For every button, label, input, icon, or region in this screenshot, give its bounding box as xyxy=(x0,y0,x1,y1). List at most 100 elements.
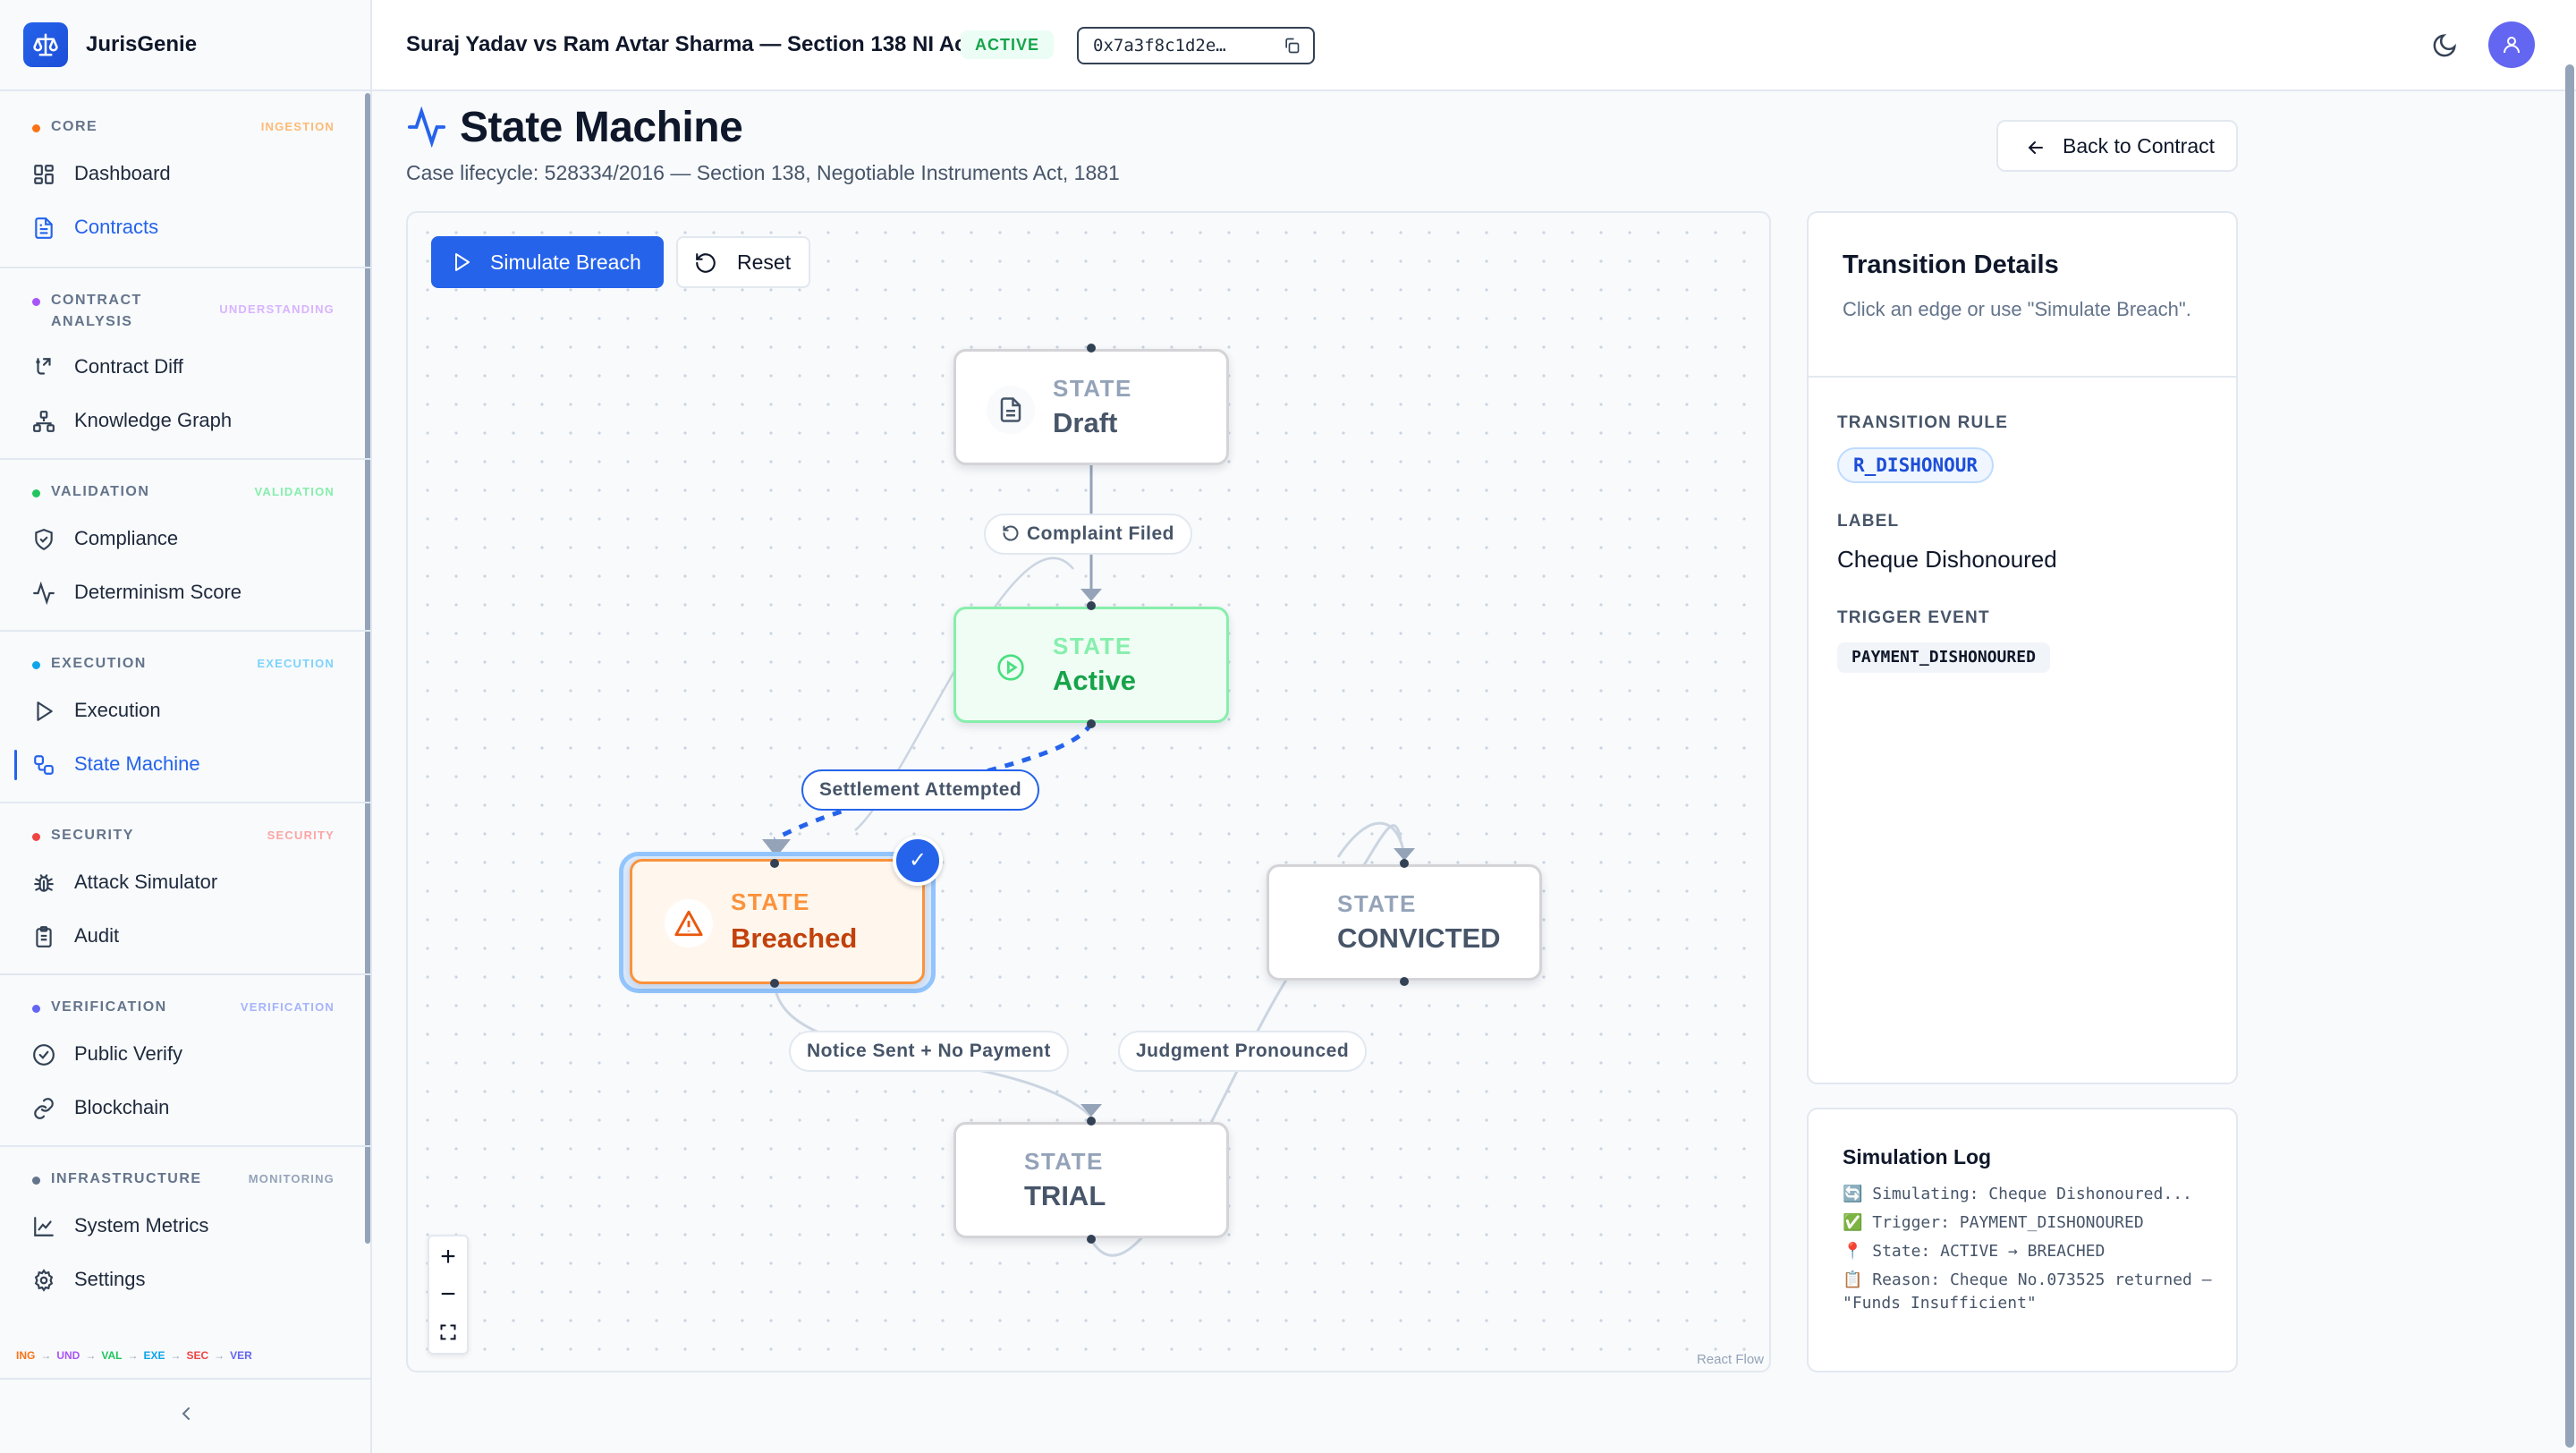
transition-rule-chip: R_DISHONOUR xyxy=(1837,447,1995,483)
chevron-left-icon[interactable] xyxy=(175,1401,197,1426)
sidebar-item-blockchain[interactable]: Blockchain xyxy=(0,1081,358,1134)
reset-label: Reset xyxy=(737,251,792,274)
sidebar-item-public-verify[interactable]: Public Verify xyxy=(0,1027,358,1081)
pipeline-step: VER xyxy=(230,1349,252,1362)
sidebar-item-compliance[interactable]: Compliance xyxy=(0,512,358,565)
zoom-out-button[interactable]: − xyxy=(440,1279,456,1309)
sidebar-item-attack-simulator[interactable]: Attack Simulator xyxy=(0,855,358,909)
pipeline-step: SEC xyxy=(186,1349,209,1362)
pulse-icon xyxy=(33,582,55,605)
pipeline-arrow: → xyxy=(40,1349,52,1362)
node-handle[interactable] xyxy=(770,859,779,868)
node-handle[interactable] xyxy=(1087,719,1096,728)
node-handle[interactable] xyxy=(770,979,779,988)
workflow-icon xyxy=(34,755,54,775)
edge-label-complaint-filed[interactable]: Complaint Filed xyxy=(984,514,1192,555)
back-to-contract-button[interactable]: Back to Contract xyxy=(1996,120,2238,172)
sidebar-item-determinism-score[interactable]: Determinism Score xyxy=(0,565,358,619)
node-handle[interactable] xyxy=(1087,344,1096,353)
fit-view-button[interactable] xyxy=(429,1313,467,1351)
edge-judgment xyxy=(1089,824,1402,1257)
state-name: Active xyxy=(1053,665,1137,696)
warning-icon xyxy=(665,899,713,947)
state-node-draft[interactable]: STATE Draft xyxy=(953,349,1229,465)
group-name: VALIDATION xyxy=(51,484,150,499)
sidebar-item-label: Blockchain xyxy=(74,1096,170,1118)
nav-group-contract-analysis: CONTRACT ANALYSIS UNDERSTANDING Contract… xyxy=(0,290,358,447)
state-machine-canvas[interactable]: Simulate Breach Reset STATE Draft xyxy=(406,211,1771,1372)
panel-title: Simulation Log xyxy=(1843,1145,1992,1168)
sidebar-item-knowledge-graph[interactable]: Knowledge Graph xyxy=(0,394,358,447)
node-handle[interactable] xyxy=(1087,1235,1096,1244)
node-handle[interactable] xyxy=(1087,1117,1096,1126)
sidebar-item-label: State Machine xyxy=(74,752,200,775)
state-caption: STATE xyxy=(1024,1148,1104,1175)
contract-hash-chip[interactable]: 0x7a3f8c1d2e… xyxy=(1077,27,1315,64)
sidebar-item-label: Execution xyxy=(74,699,161,721)
link-icon xyxy=(34,1098,54,1119)
state-node-breached[interactable]: STATE Breached xyxy=(630,859,925,984)
sidebar-item-execution[interactable]: Execution xyxy=(0,684,358,737)
zoom-in-button[interactable]: + xyxy=(440,1242,456,1271)
state-node-convicted[interactable]: STATE CONVICTED xyxy=(1267,864,1542,981)
edge-label-notice-sent[interactable]: Notice Sent + No Payment xyxy=(789,1031,1069,1072)
transition-rule-label: TRANSITION RULE xyxy=(1837,413,2009,432)
node-handle[interactable] xyxy=(1400,977,1409,986)
state-node-active[interactable]: STATE Active xyxy=(953,607,1229,723)
sidebar-item-system-metrics[interactable]: System Metrics xyxy=(0,1199,358,1253)
nav-group-infrastructure: INFRASTRUCTURE MONITORING System Metrics… xyxy=(0,1168,358,1306)
node-handle[interactable] xyxy=(1400,859,1409,868)
moon-icon[interactable] xyxy=(2431,32,2458,59)
edge-label-judgment-pronounced[interactable]: Judgment Pronounced xyxy=(1118,1031,1368,1072)
nav-group-security: SECURITY SECURITY Attack Simulator Audit xyxy=(0,825,358,963)
trigger-event-chip: PAYMENT_DISHONOURED xyxy=(1837,642,2050,673)
sidebar-item-contracts[interactable]: Contracts xyxy=(0,200,358,254)
shield-icon xyxy=(35,529,53,551)
group-name: CORE xyxy=(51,119,98,134)
sidebar-item-state-machine[interactable]: State Machine xyxy=(0,737,358,791)
log-line: 📋 Reason: Cheque No.073525 returned — "F… xyxy=(1843,1270,2222,1313)
avatar[interactable] xyxy=(2488,21,2535,68)
pipeline-step: EXE xyxy=(143,1349,165,1362)
sidebar-item-settings[interactable]: Settings xyxy=(0,1253,358,1306)
pipeline-arrow: → xyxy=(214,1349,225,1362)
react-flow-attribution[interactable]: React Flow xyxy=(1696,1352,1764,1367)
group-tag: MONITORING xyxy=(248,1172,335,1185)
sidebar-scrollbar[interactable] xyxy=(365,93,370,1244)
sidebar-item-label: Public Verify xyxy=(74,1042,183,1065)
copy-icon[interactable] xyxy=(1283,37,1301,55)
group-dot xyxy=(32,661,40,669)
brand[interactable]: JurisGenie xyxy=(23,21,197,68)
reset-icon xyxy=(696,253,716,273)
log-line: 📍 State: ACTIVE → BREACHED xyxy=(1843,1242,2106,1261)
pipeline-arrow: → xyxy=(170,1349,182,1362)
sidebar-item-label: Settings xyxy=(74,1268,146,1290)
nav-group-validation: VALIDATION VALIDATION Compliance Determi… xyxy=(0,481,358,619)
sidebar-item-audit[interactable]: Audit xyxy=(0,909,358,963)
group-dot xyxy=(32,489,40,497)
page-title: State Machine xyxy=(460,103,743,151)
state-node-trial[interactable]: STATE TRIAL xyxy=(953,1122,1229,1238)
reset-button[interactable]: Reset xyxy=(676,236,810,288)
sidebar-item-label: Determinism Score xyxy=(74,581,242,603)
node-handle[interactable] xyxy=(1087,601,1096,610)
clipboard-icon xyxy=(36,926,52,947)
play-icon xyxy=(37,701,53,721)
contract-hash: 0x7a3f8c1d2e… xyxy=(1093,36,1226,55)
divider xyxy=(0,267,370,268)
group-dot xyxy=(32,298,40,306)
sidebar-item-label: Audit xyxy=(74,924,120,947)
document-icon xyxy=(35,217,53,239)
page-scrollbar[interactable] xyxy=(2565,64,2574,1448)
sidebar-item-contract-diff[interactable]: Contract Diff xyxy=(0,340,358,394)
status-badge: ACTIVE xyxy=(961,30,1055,59)
edge-label-settlement-attempted[interactable]: Settlement Attempted xyxy=(801,769,1040,811)
simulate-breach-button[interactable]: Simulate Breach xyxy=(431,236,664,288)
page-subtitle: Case lifecycle: 528334/2016 — Section 13… xyxy=(406,161,1120,184)
sidebar-item-dashboard[interactable]: Dashboard xyxy=(0,147,358,200)
divider xyxy=(0,973,370,975)
state-caption: STATE xyxy=(1053,633,1132,659)
state-caption: STATE xyxy=(1337,890,1417,917)
reset-icon xyxy=(1002,518,1020,541)
group-name: EXECUTION xyxy=(51,656,147,671)
